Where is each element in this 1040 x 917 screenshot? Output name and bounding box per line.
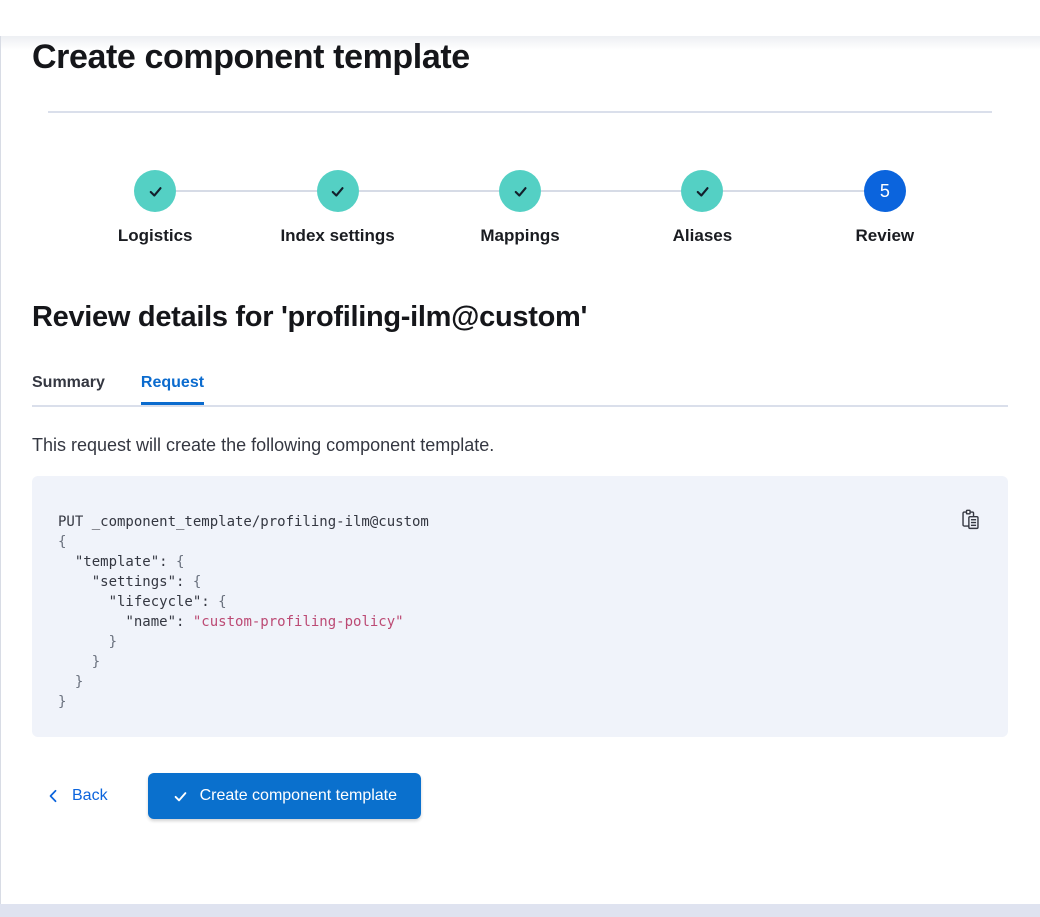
code-line: } <box>74 674 84 690</box>
tab-summary[interactable]: Summary <box>32 374 105 405</box>
request-description: This request will create the following c… <box>32 435 495 455</box>
step-mappings[interactable]: Mappings <box>428 170 612 246</box>
step-label: Mappings <box>480 226 560 245</box>
check-icon <box>696 186 709 197</box>
step-complete-circle <box>499 170 542 212</box>
code-line: PUT _component_template/profiling-ilm@cu… <box>58 514 429 530</box>
step-indicator: Logistics Index settings Mappings <box>64 170 976 246</box>
code-line: } <box>58 694 67 710</box>
bottom-panel-edge <box>0 904 1040 917</box>
create-component-template-button[interactable]: Create component template <box>147 773 422 819</box>
back-button[interactable]: Back <box>38 787 116 805</box>
copy-clipboard-icon <box>962 509 979 530</box>
step-complete-circle <box>316 170 359 212</box>
step-aliases[interactable]: Aliases <box>611 170 795 246</box>
footer-actions: Back Create component template <box>32 773 1008 819</box>
code-line: } <box>108 634 118 650</box>
tab-list: Summary Request <box>32 374 1008 407</box>
create-component-template-page: Create component template Logistics Inde… <box>0 36 1040 819</box>
code-line: { <box>58 534 67 550</box>
code-content: PUT _component_template/profiling-ilm@cu… <box>32 476 1008 737</box>
check-icon <box>331 186 344 197</box>
back-label: Back <box>72 787 108 804</box>
left-panel-border <box>0 36 1 917</box>
header-divider <box>48 111 992 113</box>
code-line: } <box>91 654 101 670</box>
check-icon <box>174 791 186 801</box>
code-line: "template": { <box>74 554 185 570</box>
check-icon <box>514 186 527 197</box>
code-line: "name": "custom-profiling-policy" <box>125 614 404 630</box>
step-label: Aliases <box>672 226 733 245</box>
step-logistics[interactable]: Logistics <box>64 170 247 246</box>
step-label: Review <box>855 226 915 245</box>
step-complete-circle <box>134 170 177 212</box>
copy-button[interactable] <box>959 507 982 532</box>
page-title: Create component template <box>32 38 470 76</box>
create-button-label: Create component template <box>199 787 398 804</box>
code-block: PUT _component_template/profiling-ilm@cu… <box>32 476 1008 737</box>
step-review: 5 Review <box>793 170 976 246</box>
chevron-left-icon <box>49 789 57 803</box>
review-heading: Review details for 'profiling-ilm@custom… <box>32 301 588 333</box>
step-number: 5 <box>879 180 890 201</box>
step-index-settings[interactable]: Index settings <box>246 170 430 246</box>
check-icon <box>149 186 162 197</box>
step-label: Index settings <box>280 226 395 245</box>
tab-request[interactable]: Request <box>141 374 204 405</box>
step-current-circle: 5 <box>863 170 906 212</box>
step-label: Logistics <box>117 226 193 245</box>
code-line: "lifecycle": { <box>108 594 227 610</box>
step-complete-circle <box>681 170 724 212</box>
code-line: "settings": { <box>91 574 202 590</box>
